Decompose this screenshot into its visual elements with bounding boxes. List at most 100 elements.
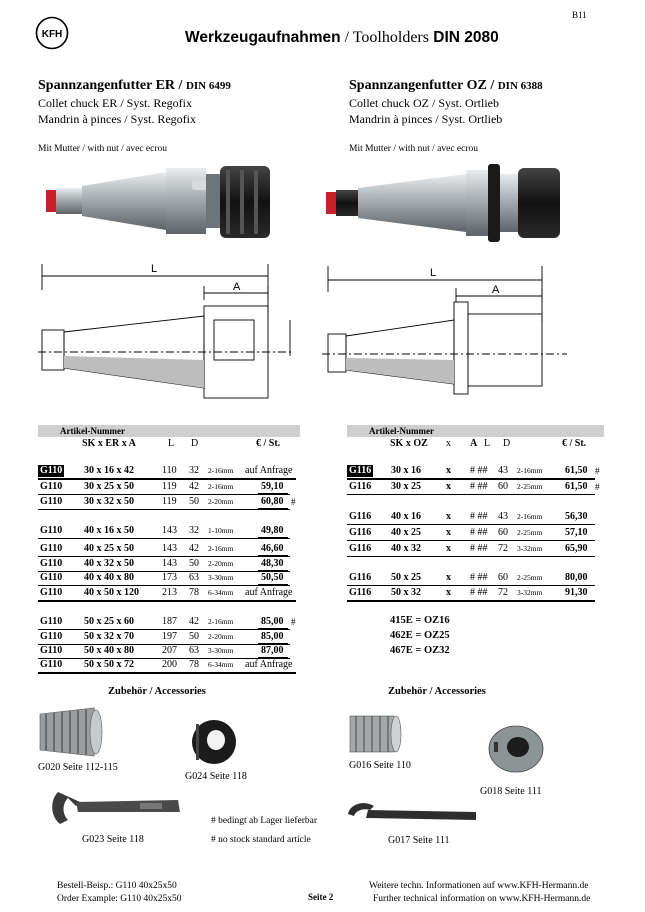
er-cell-l: 213 (162, 587, 177, 598)
oz-cell-range: 2-16mm (517, 512, 543, 521)
g016-label: G016 Seite 110 (349, 760, 411, 771)
er-technical-drawing: L A (38, 263, 293, 399)
er-cell-code: G110 (40, 616, 63, 627)
er-cell-code: G110 (40, 525, 63, 536)
er-collet-image (39, 707, 103, 757)
oz-technical-drawing: L A (322, 266, 567, 395)
oz-row-rule (347, 494, 595, 495)
oz-cell-l: 60 (498, 527, 508, 538)
er-cell-spec: 30 x 16 x 42 (84, 465, 134, 476)
er-row-rule (38, 556, 290, 557)
oz-row-rule (347, 478, 595, 480)
drawing-label-l: L (151, 263, 157, 275)
page-code: B11 (572, 10, 587, 20)
oz-cell-range: 2-25mm (517, 573, 543, 582)
stock-note-en: # no stock standard article (211, 835, 311, 845)
oz-cell-l: 60 (498, 572, 508, 583)
er-col-price: € / St. (256, 438, 281, 449)
er-cell-d: 42 (189, 543, 199, 554)
er-cell-price: 85,00 (261, 631, 284, 642)
er-row-rule (38, 494, 290, 495)
er-cell-l: 119 (162, 481, 177, 492)
oz-cell-a: # ## (470, 543, 488, 554)
oz-row-rule (347, 600, 595, 602)
er-cell-price: auf Anfrage (245, 465, 293, 476)
kfh-logo: KFH (35, 16, 69, 50)
oz-heading: Spannzangenfutter OZ / DIN 6388 (349, 78, 543, 93)
accessories-title-right: Zubehör / Accessories (388, 686, 486, 697)
oz-cell-range: 2-25mm (517, 528, 543, 537)
er-cell-spec: 30 x 32 x 50 (84, 496, 134, 507)
oz-cell-code: G116 (349, 587, 372, 598)
oz-table-columns: SK x OZ x A L D € / St. (347, 438, 604, 452)
er-cell-price: 87,00 (261, 645, 284, 656)
er-cell-l: 197 (162, 631, 177, 642)
er-col-d: D (191, 438, 199, 449)
er-table-columns: SK x ER x A L D € / St. (38, 438, 300, 452)
er-cell-range: 2-16mm (208, 466, 234, 475)
er-cell-range: 2-16mm (208, 482, 234, 491)
er-cell-price: 85,00 (261, 616, 284, 627)
er-line-fr: Mandrin à pinces / Syst. Regofix (38, 112, 196, 126)
er-cell-d: 32 (189, 525, 199, 536)
er-row-rule (38, 629, 290, 630)
er-row-rule (38, 509, 290, 510)
oz-cell-l: 43 (498, 465, 508, 476)
oz-cell-spec: 30 x 25 (391, 481, 421, 492)
er-cell-d: 50 (189, 558, 199, 569)
oz-cell-x: x (446, 587, 451, 598)
drawing-label-l-oz: L (430, 267, 436, 279)
oz-cell-a: # ## (470, 511, 488, 522)
page-title: Werkzeugaufnahmen / Toolholders DIN 2080 (185, 29, 499, 46)
er-cell-spec: 40 x 40 x 80 (84, 572, 134, 583)
oz-cell-spec: 40 x 25 (391, 527, 421, 538)
er-price-underline (258, 643, 288, 644)
er-cell-d: 42 (189, 481, 199, 492)
er-line-en: Collet chuck ER / Syst. Regofix (38, 96, 192, 110)
oz-cell-code: G116 (347, 465, 374, 477)
oz-cell-code: G116 (349, 543, 372, 554)
er-cell-spec: 30 x 25 x 50 (84, 481, 134, 492)
oz-cell-hash: # (595, 482, 600, 492)
er-cell-range: 3-30mm (208, 573, 234, 582)
er-cell-l: 143 (162, 558, 177, 569)
er-row-rule (38, 585, 290, 586)
er-cell-code: G110 (40, 572, 63, 583)
er-cell-d: 32 (189, 465, 199, 476)
oz-cell-spec: 50 x 25 (391, 572, 421, 583)
er-table-band: Artikel-Nummer (38, 425, 300, 437)
oz-nut-image (488, 725, 544, 773)
oz-row-rule (347, 556, 595, 557)
oz-cell-l: 72 (498, 543, 508, 554)
oz-cell-range: 2-25mm (517, 482, 543, 491)
oz-collet-image (349, 715, 402, 753)
er-cell-d: 50 (189, 496, 199, 507)
oz-cell-hash: # (595, 466, 600, 476)
oz-cell-l: 43 (498, 511, 508, 522)
oz-line-en: Collet chuck OZ / Syst. Ortlieb (349, 96, 499, 110)
er-cell-range: 6-34mm (208, 660, 234, 669)
er-cell-spec: 50 x 25 x 60 (84, 616, 134, 627)
oz-cell-range: 3-32mm (517, 544, 543, 553)
er-cell-l: 143 (162, 525, 177, 536)
er-cell-code: G110 (40, 631, 63, 642)
er-cell-code: G110 (40, 587, 63, 598)
er-cell-d: 78 (189, 659, 199, 670)
er-cell-code: G110 (40, 543, 63, 554)
er-cell-range: 1-10mm (208, 526, 234, 535)
oz-col-d: D (503, 438, 511, 449)
er-cell-l: 200 (162, 659, 177, 670)
oz-mapping-1: 415E = OZ16 (390, 615, 450, 626)
oz-cell-price: 61,50 (565, 465, 588, 476)
er-cell-code: G110 (40, 496, 63, 507)
er-cell-d: 50 (189, 631, 199, 642)
oz-cell-a: # ## (470, 481, 488, 492)
oz-cell-l: 72 (498, 587, 508, 598)
er-cell-range: 2-20mm (208, 559, 234, 568)
